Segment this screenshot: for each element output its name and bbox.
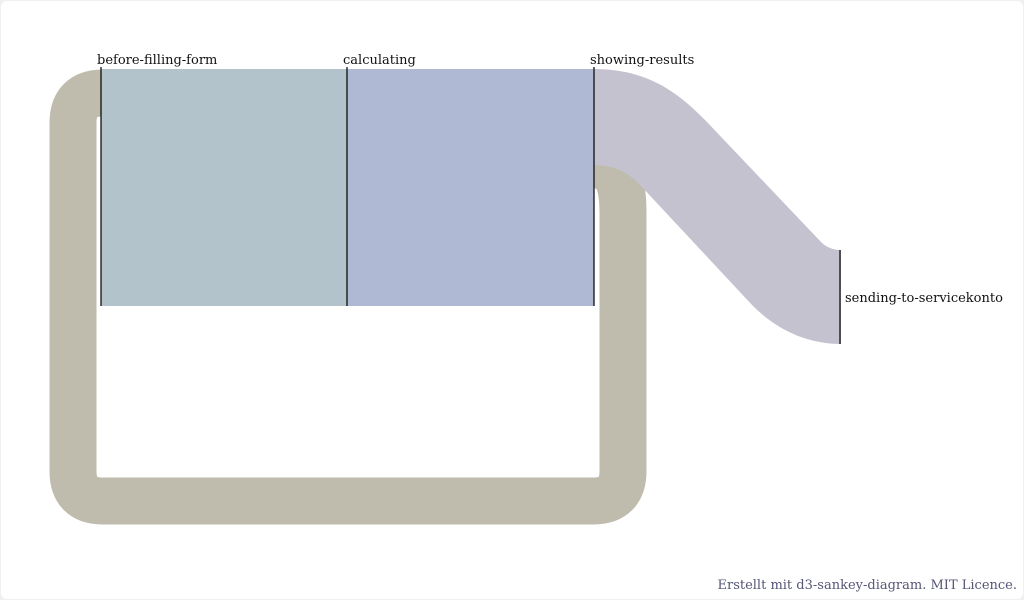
label-calculating: calculating [343,53,416,68]
label-showing-results: showing-results [590,53,694,68]
link-before-filling-form-to-calculating[interactable] [101,69,347,306]
footer-link[interactable]: d3-sankey-diagram [796,578,923,593]
footer-credit: Erstellt mit d3-sankey-diagram. MIT Lice… [717,578,1017,593]
link-calculating-to-showing-results[interactable] [347,69,594,306]
footer-prefix: Erstellt mit [717,578,797,593]
label-sending-to-servicekontor: sending-to-servicekonto [845,291,1003,306]
label-before-filling-form: before-filling-form [97,53,217,68]
footer-suffix: . MIT Licence. [922,578,1017,593]
link-showing-results-to-sending-to-servicekontor[interactable] [594,69,841,344]
link-showing-results-to-before-filling-form[interactable] [49,69,647,525]
